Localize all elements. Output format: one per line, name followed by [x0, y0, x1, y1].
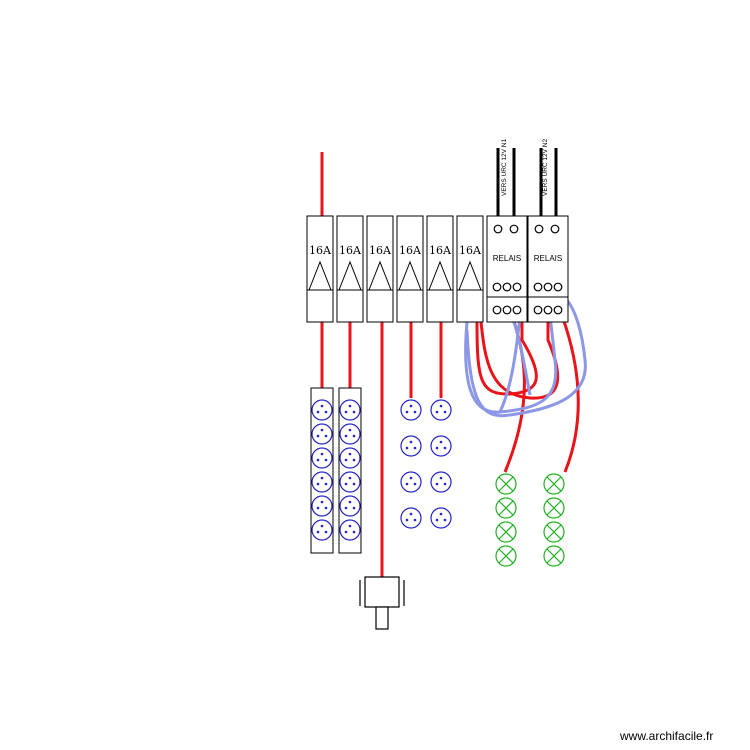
outlet-column-1	[400, 399, 422, 529]
relay-2[interactable]: RELAIS VERS URC 12V N2	[527, 139, 569, 323]
light-column-2	[543, 473, 565, 567]
outlet-icon	[400, 435, 422, 457]
light-icon	[543, 497, 565, 519]
outlet-icon	[339, 471, 361, 493]
outlet-icon	[311, 471, 333, 493]
outlet-icon	[430, 435, 452, 457]
outlet-strip-1	[310, 387, 334, 554]
relay-label: RELAIS	[493, 254, 521, 263]
breaker-3[interactable]: 16A	[366, 215, 394, 323]
light-icon	[543, 545, 565, 567]
outlet-groups	[310, 387, 452, 554]
breaker-4[interactable]: 16A	[396, 215, 424, 323]
light-icon	[543, 521, 565, 543]
outlet-icon	[311, 399, 333, 421]
outlet-icon	[339, 519, 361, 541]
outlet-icon	[311, 495, 333, 517]
neutral-wire-2	[465, 299, 587, 418]
breaker-6[interactable]: 16A	[456, 215, 484, 323]
light-icon	[495, 545, 517, 567]
breaker-label: 16A	[459, 244, 482, 257]
relay-destination-label: VERS URC 12V N2	[542, 139, 549, 196]
breaker-1[interactable]: 16A	[306, 215, 334, 323]
outlet-icon	[430, 471, 452, 493]
breaker-label: 16A	[309, 244, 332, 257]
switch-device	[359, 576, 405, 630]
outlet-icon	[339, 495, 361, 517]
outlet-strip-2	[338, 387, 362, 554]
breaker-label: 16A	[339, 244, 362, 257]
outlet-icon	[311, 519, 333, 541]
outlet-icon	[311, 447, 333, 469]
breaker-5[interactable]: 16A	[426, 215, 454, 323]
outlet-column-2	[430, 399, 452, 529]
breaker-2[interactable]: 16A	[336, 215, 364, 323]
outlet-icon	[430, 507, 452, 529]
light-icon	[495, 497, 517, 519]
light-groups	[495, 473, 565, 567]
relay-1[interactable]: RELAIS VERS URC 12V N1	[486, 139, 528, 323]
light-icon	[543, 473, 565, 495]
outlet-icon	[430, 399, 452, 421]
relay-destination-label: VERS URC 12V N1	[501, 139, 508, 196]
breaker-label: 16A	[429, 244, 452, 257]
breaker-row: 16A 16A 16A 16A 16A 16A	[306, 215, 484, 323]
light-column-1	[495, 473, 517, 567]
outlet-icon	[339, 423, 361, 445]
phase-wires	[320, 152, 580, 578]
outlet-icon	[400, 399, 422, 421]
relay-row: RELAIS VERS URC 12V N1 RELAIS VERS URC 12V …	[486, 139, 569, 323]
relay-label: RELAIS	[534, 254, 562, 263]
light-icon	[495, 473, 517, 495]
breaker-label: 16A	[369, 244, 392, 257]
breaker-label: 16A	[399, 244, 422, 257]
outlet-icon	[339, 447, 361, 469]
light-icon	[495, 521, 517, 543]
outlet-icon	[400, 471, 422, 493]
outlet-icon	[311, 423, 333, 445]
watermark: www.archifacile.fr	[619, 729, 713, 743]
outlet-icon	[400, 507, 422, 529]
relay-cables	[496, 148, 558, 216]
outlet-icon	[339, 399, 361, 421]
relay-2-light-wire	[558, 309, 580, 473]
